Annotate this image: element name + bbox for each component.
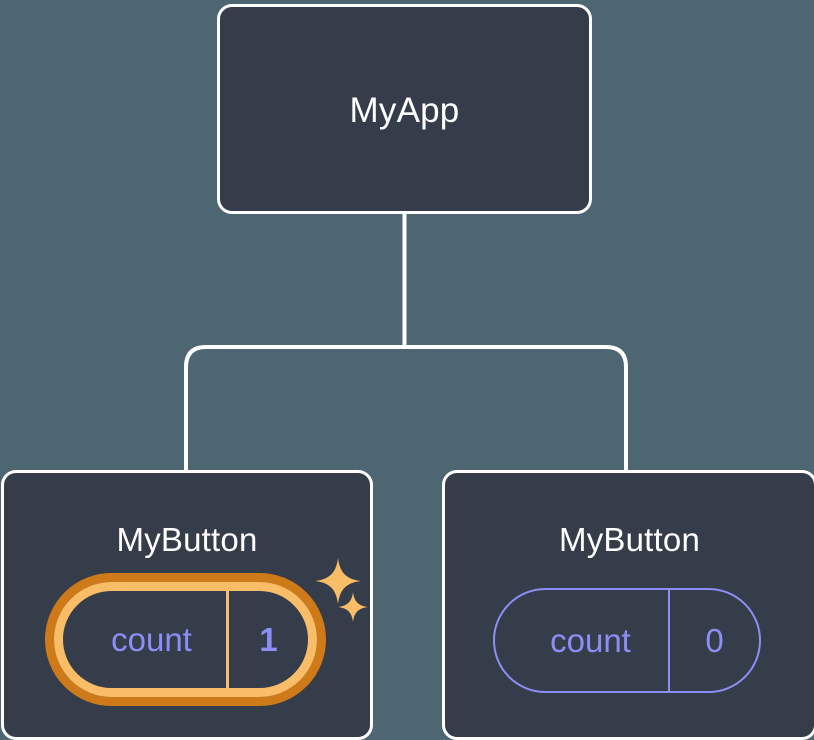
state-key-label: count bbox=[111, 620, 192, 658]
node-card-myapp[interactable]: MyApp bbox=[217, 4, 592, 214]
node-label-myapp: MyApp bbox=[349, 91, 460, 130]
edge-bus-right bbox=[404, 345, 628, 470]
state-pill-count-plain[interactable]: count 0 bbox=[493, 588, 761, 693]
state-key-label: count bbox=[550, 621, 631, 659]
node-label-mybutton-left: MyButton bbox=[116, 521, 258, 558]
state-value-label: 1 bbox=[226, 591, 308, 688]
node-label-mybutton-right: MyButton bbox=[559, 521, 700, 558]
state-pill-count-highlighted[interactable]: count 1 bbox=[45, 573, 326, 706]
state-pill-inner-ring: count 1 bbox=[54, 582, 317, 697]
state-value-label: 0 bbox=[668, 590, 759, 691]
edge-bus-left bbox=[184, 345, 405, 470]
